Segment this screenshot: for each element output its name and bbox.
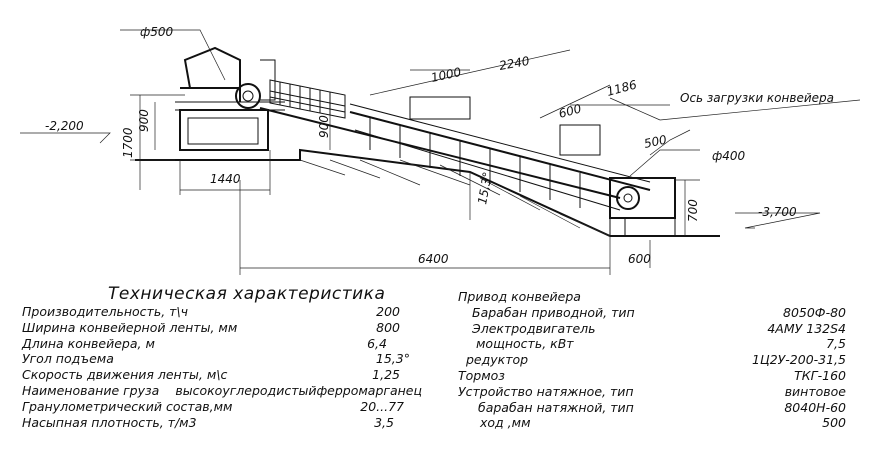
spec-label: Привод конвейера bbox=[458, 289, 581, 304]
ground-line bbox=[135, 148, 720, 237]
spec-row: Производительность, т\ч 200 bbox=[22, 304, 422, 320]
dimension-lines bbox=[20, 29, 861, 275]
spec-value: 1,25 bbox=[372, 367, 400, 383]
dim-900-mid: 900 bbox=[317, 115, 331, 138]
dim-600-bottom: 600 bbox=[628, 252, 651, 266]
spec-row: Тормоз ТКГ-160 bbox=[458, 368, 846, 384]
specs-right-column: Привод конвейера Барабан приводной, тип 8… bbox=[458, 289, 846, 431]
dim-1700: 1700 bbox=[121, 127, 135, 158]
level-right: -3,700 bbox=[758, 205, 797, 219]
conveyor-body bbox=[259, 96, 651, 211]
specs-left-column: Производительность, т\ч 200 Ширина конвей… bbox=[22, 304, 422, 430]
technical-specifications: Техническая характеристика Производитель… bbox=[0, 284, 869, 462]
spec-row: редуктор 1Ц2У-200-31,5 bbox=[458, 352, 846, 368]
spec-row: барабан натяжной, тип 8040Н-60 bbox=[458, 400, 846, 416]
conveyor-drawing: ф500 900 1700 900 1440 15,3° 2240 1000 1… bbox=[20, 25, 861, 275]
specs-title: Техническая характеристика bbox=[108, 284, 386, 304]
spec-label: Электродвигатель bbox=[472, 320, 596, 336]
spec-label: ход ,мм bbox=[480, 415, 531, 431]
spec-value: 200 bbox=[376, 304, 400, 319]
spec-row: Барабан приводной, тип 8050Ф-80 bbox=[458, 305, 846, 321]
dim-1440: 1440 bbox=[210, 172, 241, 186]
spec-row: Привод конвейера bbox=[458, 289, 846, 305]
dim-angle: 15,3° bbox=[475, 171, 494, 206]
spec-row: Скорость движения ленты, м\с 1,25 bbox=[22, 367, 422, 383]
spec-value: 4АМУ 132S4 bbox=[767, 320, 846, 336]
dim-d500: ф500 bbox=[140, 25, 174, 39]
spec-label: Устройство натяжное, тип bbox=[458, 383, 634, 399]
ground-hatching bbox=[299, 159, 611, 237]
spec-label: Длина конвейера, м bbox=[22, 335, 155, 351]
spec-row: ход ,мм 500 bbox=[458, 415, 846, 431]
dim-6400: 6400 bbox=[418, 252, 449, 266]
spec-row: Насыпная плотность, т/м3 3,5 bbox=[22, 415, 422, 431]
spec-value: ТКГ-160 bbox=[794, 367, 846, 383]
spec-label: Насыпная плотность, т/м3 bbox=[22, 414, 197, 430]
spec-label: Производительность, т\ч bbox=[22, 304, 189, 319]
spec-value: 3,5 bbox=[374, 414, 394, 430]
spec-row: Угол подъема 15,3° bbox=[22, 351, 422, 367]
spec-row: Устройство натяжное, тип винтовое bbox=[458, 384, 846, 400]
spec-value: винтовое bbox=[784, 383, 846, 399]
spec-value: 8040Н-60 bbox=[784, 399, 846, 415]
dim-900-left: 900 bbox=[137, 109, 151, 132]
spec-label: Барабан приводной, тип bbox=[472, 304, 635, 320]
loading-axis-callout: Ось загрузки конвейера bbox=[680, 91, 834, 105]
spec-row: Наименование груза высокоуглеродистыйферр… bbox=[22, 383, 422, 399]
spec-value: 800 bbox=[376, 319, 400, 335]
dim-1186: 1186 bbox=[605, 77, 638, 99]
spec-label: Наименование груза bbox=[22, 382, 160, 398]
spec-label: Тормоз bbox=[458, 367, 505, 383]
dim-1000: 1000 bbox=[430, 65, 463, 85]
spec-value: 6,4 bbox=[367, 335, 387, 351]
spec-label: барабан натяжной, тип bbox=[478, 399, 634, 415]
spec-row: Длина конвейера, м 6,4 bbox=[22, 336, 422, 352]
dim-700: 700 bbox=[686, 199, 700, 222]
spec-value: 8050Ф-80 bbox=[783, 304, 846, 320]
spec-value: высокоуглеродистыйферромарганец bbox=[175, 382, 422, 398]
spec-value: 20...77 bbox=[360, 398, 404, 414]
spec-label: Гранулометрический состав,мм bbox=[22, 398, 233, 414]
spec-label: Угол подъема bbox=[22, 351, 114, 367]
spec-value: 15,3° bbox=[375, 351, 410, 367]
spec-row: Гранулометрический состав,мм 20...77 bbox=[22, 399, 422, 415]
spec-label: Ширина конвейерной ленты, мм bbox=[22, 319, 238, 335]
spec-label: мощность, кВт bbox=[476, 336, 574, 352]
spec-row: мощность, кВт 7,5 bbox=[458, 336, 846, 352]
spec-value: 1Ц2У-200-31,5 bbox=[752, 352, 846, 368]
dim-600-top: 600 bbox=[557, 101, 583, 121]
spec-value: 7,5 bbox=[826, 336, 846, 352]
spec-value: 500 bbox=[822, 415, 846, 431]
spec-label: редуктор bbox=[466, 352, 529, 368]
drive-station bbox=[175, 46, 285, 151]
spec-label: Скорость движения ленты, м\с bbox=[22, 367, 228, 383]
tail-station bbox=[609, 177, 676, 236]
grid-chute bbox=[269, 79, 346, 119]
spec-row: Ширина конвейерной ленты, мм 800 bbox=[22, 320, 422, 336]
dim-500: 500 bbox=[643, 132, 669, 151]
spec-row: Электродвигатель 4АМУ 132S4 bbox=[458, 321, 846, 337]
dim-2240: 2240 bbox=[498, 54, 531, 73]
level-left: -2,200 bbox=[45, 119, 84, 133]
dim-d400: ф400 bbox=[712, 149, 746, 163]
